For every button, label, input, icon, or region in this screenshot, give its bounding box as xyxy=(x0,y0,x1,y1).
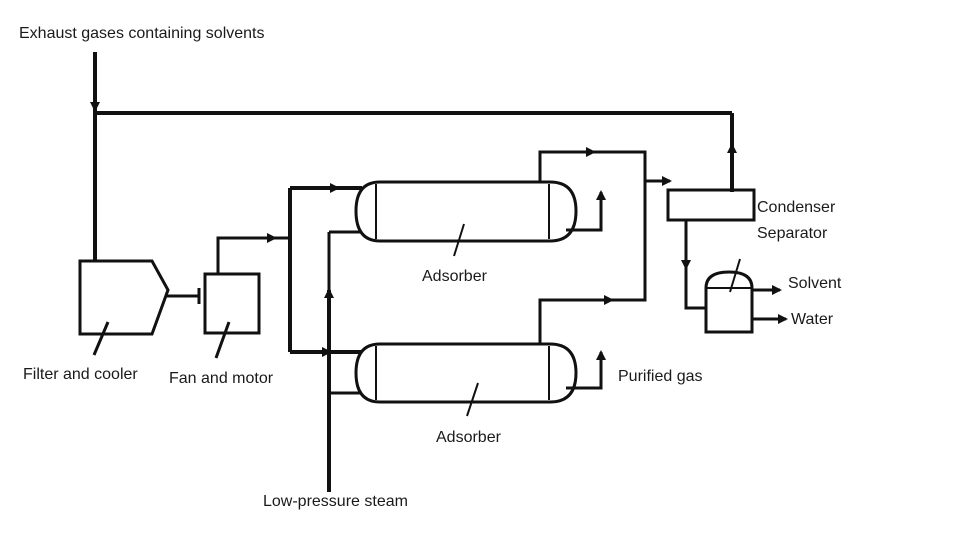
adsorber-bottom-vessel xyxy=(354,342,578,417)
adsorber-top-label: Adsorber xyxy=(422,268,488,285)
top-adsorber-purified-outlet xyxy=(566,190,606,232)
adsorber-bottom-label: Adsorber xyxy=(436,429,502,446)
steam-label: Low-pressure steam xyxy=(263,493,408,510)
condenser-label: Condenser xyxy=(757,199,836,216)
fan-motor-label: Fan and motor xyxy=(169,370,274,387)
condensate-to-separator xyxy=(684,268,706,310)
separator-vessel xyxy=(704,258,754,334)
solvent-label: Solvent xyxy=(788,275,842,292)
top-adsorber-vapor-outlet xyxy=(538,150,647,344)
fan-outlet-pipe xyxy=(216,236,290,274)
purified-gas-label: Purified gas xyxy=(618,368,703,385)
separator-label: Separator xyxy=(757,225,828,242)
water-label: Water xyxy=(791,311,834,328)
exhaust-label: Exhaust gases containing solvents xyxy=(19,25,264,42)
filter-cooler-label: Filter and cooler xyxy=(23,366,138,383)
fan-motor-unit xyxy=(203,272,261,359)
filter-cooler-unit xyxy=(78,259,170,356)
condenser-unit xyxy=(666,188,756,222)
adsorber-top-vessel xyxy=(354,180,578,257)
bottom-adsorber-purified-outlet xyxy=(566,350,606,390)
